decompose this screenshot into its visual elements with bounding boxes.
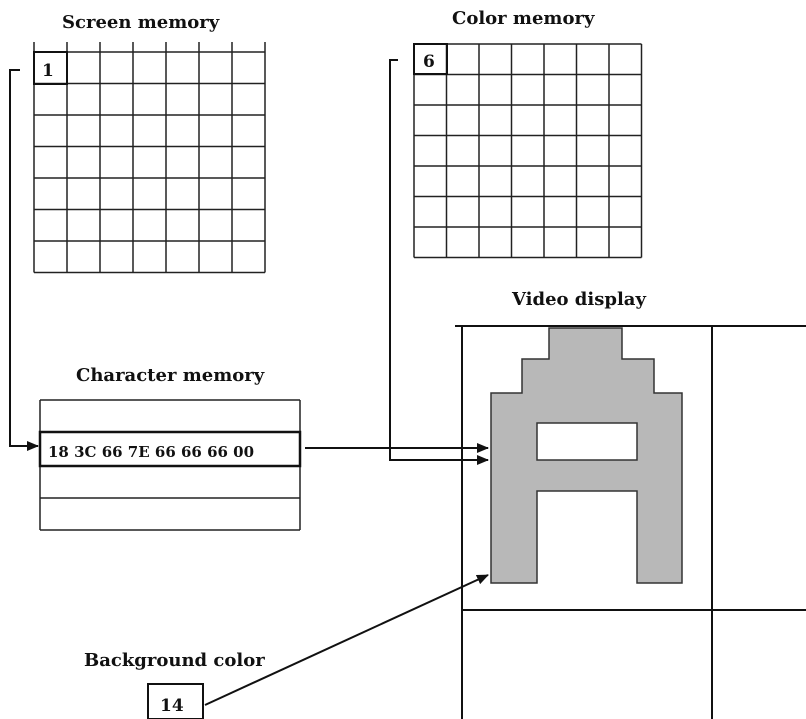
color-memory-first-cell [413, 43, 448, 75]
background-color-label: Background color [84, 650, 265, 671]
color-to-display-connector [389, 59, 489, 465]
character-memory-label: Character memory [76, 365, 265, 386]
screen-memory-first-cell-value: 1 [42, 61, 54, 81]
screen-memory-label: Screen memory [62, 12, 220, 33]
color-memory-first-cell-value: 6 [423, 52, 435, 72]
background-color-box [147, 683, 204, 719]
character-memory-active-row [38, 430, 302, 468]
video-display-label: Video display [511, 289, 646, 310]
character-memory-block: Character memory 18 3C 66 7E 66 66 66 00 [38, 365, 302, 531]
background-to-display-arrow [204, 574, 489, 706]
screen-memory-first-cell [33, 51, 68, 85]
screen-memory-grid [33, 42, 266, 274]
background-color-block: Background color 14 [84, 650, 265, 719]
color-memory-block: Color memory 6 [413, 8, 643, 259]
character-memory-byte-row: 18 3C 66 7E 66 66 66 00 [48, 443, 254, 461]
connectors [9, 59, 489, 706]
video-display-block: Video display [455, 289, 806, 719]
video-display-character-glyph [490, 327, 683, 584]
screen-to-character-connector [9, 69, 39, 451]
color-memory-label: Color memory [452, 8, 595, 29]
screen-memory-block: Screen memory 1 [33, 12, 266, 274]
background-color-value: 14 [160, 696, 184, 716]
color-memory-grid [413, 43, 643, 259]
